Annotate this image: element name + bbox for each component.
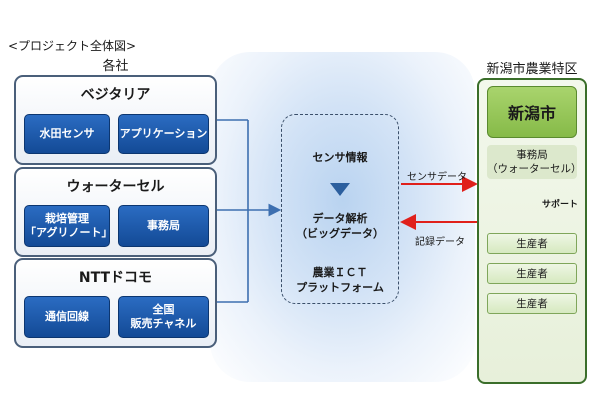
companies-column-title: 各社	[102, 59, 129, 74]
support-label: サポート	[542, 200, 579, 210]
ict-platform-box	[281, 114, 399, 304]
tile-paddy-sensor: 水田センサ	[24, 114, 110, 154]
platform-name-label: 農業ＩＣＴ プラットフォーム	[296, 266, 384, 294]
tile-secretariat: 事務局	[118, 205, 209, 247]
producer-box: 生産者	[487, 293, 577, 314]
tile-communication-line: 通信回線	[24, 296, 110, 338]
secretariat-box: 事務局 （ウォーターセル）	[487, 145, 582, 179]
company-box-ntt-docomo: NTTドコモ 通信回線 全国 販売チャネル	[14, 258, 217, 348]
sensor-info-label: センサ情報	[312, 151, 368, 164]
company-name: ベジタリア	[80, 87, 151, 103]
data-analysis-label: データ解析 （ビッグデータ）	[296, 212, 384, 240]
sensor-data-label: センサデータ	[407, 172, 467, 183]
tile-sales-channel: 全国 販売チャネル	[118, 296, 209, 338]
company-box-vegetalia: ベジタリア 水田センサ アプリケーション	[14, 75, 217, 165]
producer-box: 生産者	[487, 263, 577, 284]
platform-glow-background	[210, 52, 475, 382]
tile-application: アプリケーション	[118, 114, 209, 154]
special-zone-title: 新潟市農業特区	[486, 62, 578, 77]
company-box-watercell: ウォーターセル 栽培管理 「アグリノート」 事務局	[14, 167, 217, 257]
page-caption: <プロジェクト全体図>	[8, 39, 137, 53]
company-name: NTTドコモ	[78, 270, 153, 286]
record-data-label: 記録データ	[415, 237, 465, 248]
down-triangle-icon	[330, 183, 350, 196]
tile-cultivation-management: 栽培管理 「アグリノート」	[24, 205, 112, 247]
producer-box: 生産者	[487, 233, 577, 254]
niigata-city-box: 新潟市	[487, 86, 577, 138]
company-name: ウォーターセル	[66, 179, 165, 195]
company-to-platform-connector	[217, 119, 282, 303]
